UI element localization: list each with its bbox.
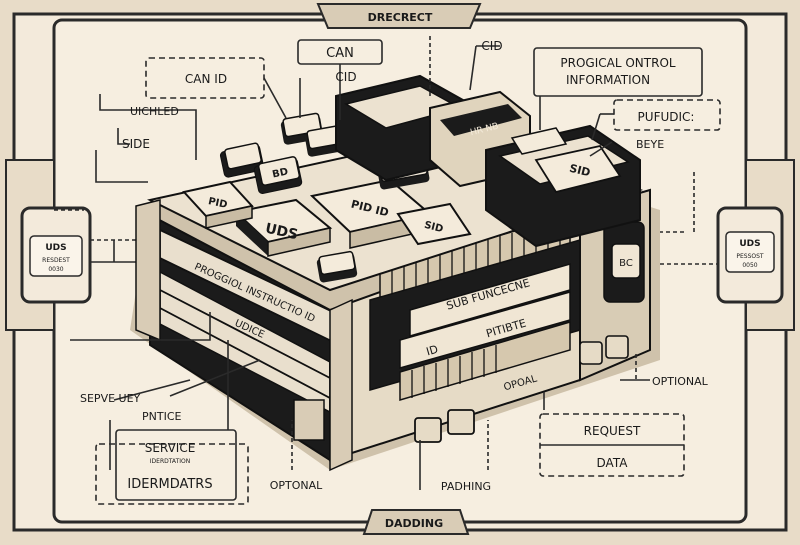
small-key: [318, 250, 356, 276]
uichled-label: UICHLED: [130, 105, 179, 118]
bottom-plate: [362, 509, 470, 535]
data-label: DATA: [597, 456, 629, 470]
right-panel-line1: UDS: [739, 239, 760, 249]
pufudic-label: PUFUDIC:: [638, 110, 695, 124]
uds-key-text: UDS: [264, 221, 300, 244]
cid-left-label: CID: [335, 70, 356, 84]
id-text: ID: [425, 343, 440, 359]
right-panel-line2: PESSOST: [736, 253, 764, 260]
rib-band-bottom: [399, 320, 571, 402]
can-id-label: CAN ID: [185, 72, 227, 86]
title-text: DRECRECT: [368, 11, 433, 24]
progical-line2: INFORMATION: [566, 73, 650, 87]
sid-key-mid: [396, 202, 472, 246]
left-uds-screen: [29, 235, 83, 277]
pid-small-text: PID: [207, 196, 228, 211]
right-panel-line3: 0050: [742, 262, 757, 269]
left-panel-line1: UDS: [45, 243, 66, 253]
sid-right-text: SID: [568, 162, 592, 180]
left-panel-line3: 0030: [48, 266, 63, 273]
pitibte-slot: [399, 291, 571, 369]
optonal-bottom-label: OPTONAL: [270, 479, 323, 492]
padhing-label: PADHING: [441, 480, 491, 493]
bd-text: BD: [271, 166, 289, 180]
progical-line1: PROGICAL ONTROL: [560, 56, 675, 70]
serve-uey-label: SEPVE UEY: [80, 392, 141, 405]
right-uds-screen: [725, 231, 775, 273]
pntice-label: PNTICE: [142, 410, 182, 423]
sid-mid-text: SID: [423, 220, 444, 235]
service-label: SERVICE: [145, 441, 196, 455]
optional-right-label: OPTIONAL: [652, 375, 709, 388]
bottom-title-text: DADDING: [385, 517, 443, 530]
idermdatrs-label: IDERMDATRS: [127, 477, 212, 492]
cid-top-label: CID: [481, 39, 502, 53]
bc-text: BC: [619, 258, 633, 269]
title-plate: [316, 3, 482, 29]
request-label: REQUEST: [584, 424, 641, 438]
bd-key: [257, 156, 301, 186]
left-panel-line2: RESDEST: [42, 257, 70, 264]
sid-key-right: [534, 144, 622, 194]
service-sub-label: IDERDTATION: [150, 458, 190, 465]
sub-function-slot: [409, 263, 571, 337]
beye-label: BEYE: [636, 138, 664, 151]
can-label: CAN: [326, 46, 354, 61]
side-label: SIDE: [122, 137, 150, 151]
